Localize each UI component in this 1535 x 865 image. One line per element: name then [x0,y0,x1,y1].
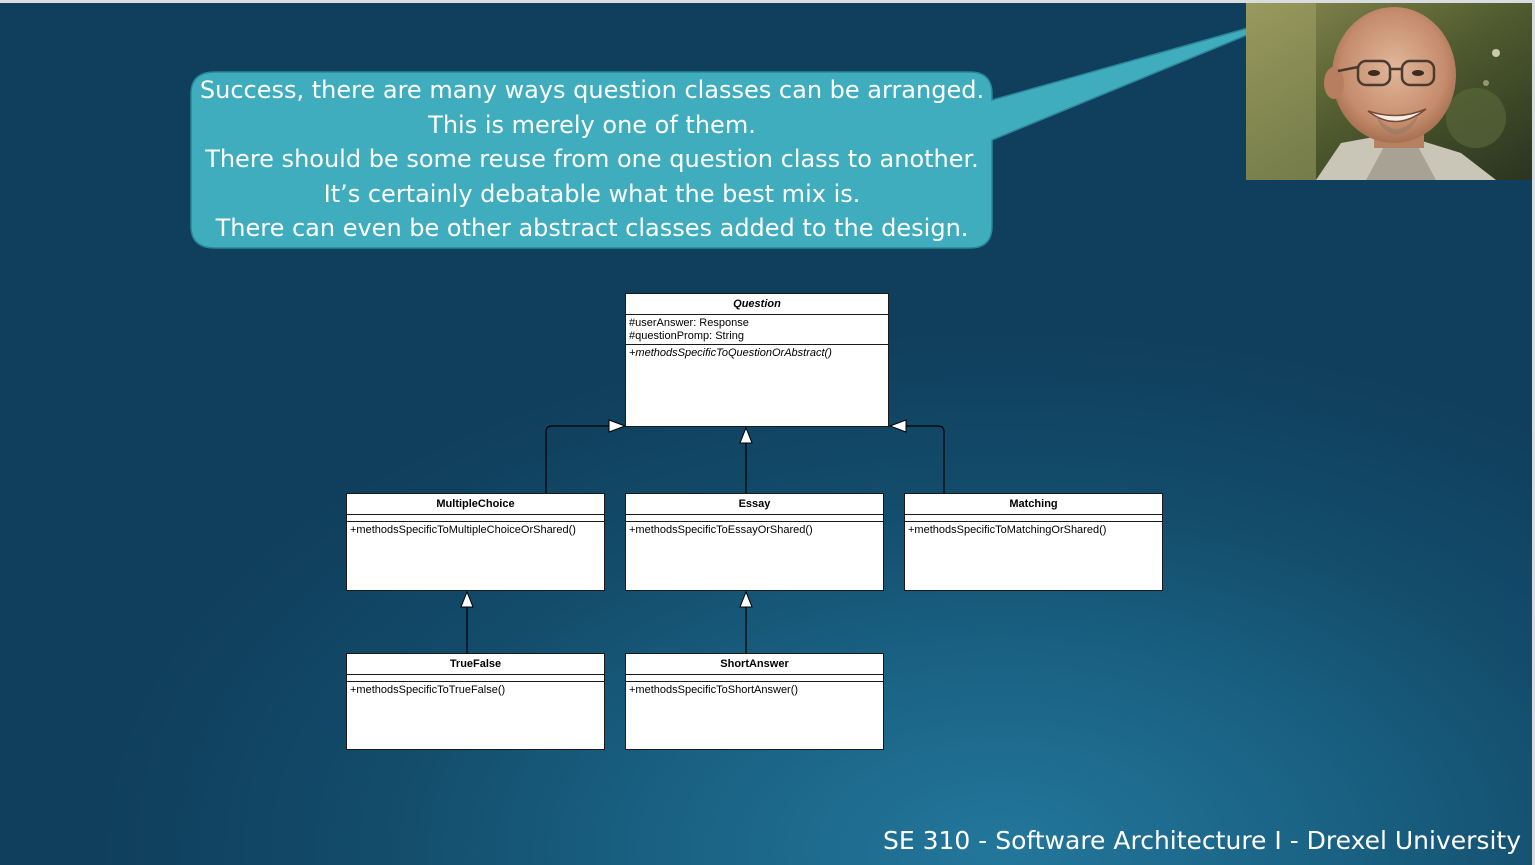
attribute: #userAnswer: Response [629,317,749,329]
bubble-line: Success, there are many ways question cl… [199,76,985,104]
class-multiplechoice: MultipleChoice +methodsSpecificToMultipl… [346,493,605,591]
class-essay: Essay +methodsSpecificToEssayOrShared() [625,493,884,591]
operation: +methodsSpecificToTrueFalse() [350,684,506,696]
class-operations: +methodsSpecificToTrueFalse() [347,682,604,699]
speech-bubble-text: Success, there are many ways question cl… [192,73,992,249]
class-operations: +methodsSpecificToQuestionOrAbstract() [626,345,888,362]
attribute: #questionPromp: String [629,329,744,342]
bubble-line: It’s certainly debatable what the best m… [323,179,861,208]
connector-multiplechoice-question [545,425,610,493]
class-attributes [347,515,604,522]
class-truefalse: TrueFalse +methodsSpecificToTrueFalse() [346,653,605,750]
top-border [0,0,1535,3]
class-attributes [626,675,883,682]
bubble-line: There should be some reuse from one ques… [205,145,979,173]
generalization-arrowhead [888,419,907,433]
class-name: MultipleChoice [347,494,604,515]
generalization-arrowhead [608,419,627,433]
generalization-arrowhead [739,426,753,444]
bubble-line: This is merely one of them. [428,110,756,139]
class-name: Question [626,294,888,315]
class-operations: +methodsSpecificToEssayOrShared() [626,522,883,539]
class-name: TrueFalse [347,654,604,675]
class-name: Essay [626,494,883,515]
generalization-arrowhead [739,590,753,608]
class-name: ShortAnswer [626,654,883,675]
class-shortanswer: ShortAnswer +methodsSpecificToShortAnswe… [625,653,884,750]
bubble-line: There can even be other abstract classes… [215,214,969,242]
operation: +methodsSpecificToEssayOrShared() [629,524,813,536]
operation: +methodsSpecificToMatchingOrShared() [908,524,1107,536]
right-border [1532,0,1535,865]
operation: +methodsSpecificToMultipleChoiceOrShared… [350,524,576,536]
class-operations: +methodsSpecificToMultipleChoiceOrShared… [347,522,604,539]
generalization-arrowhead [460,590,474,608]
class-question: Question #userAnswer: Response #question… [625,293,889,427]
class-name: Matching [905,494,1162,515]
class-attributes [347,675,604,682]
slide-footer: SE 310 - Software Architecture I - Drexe… [882,826,1521,855]
operation: +methodsSpecificToQuestionOrAbstract() [629,347,832,359]
presenter-photo [1246,3,1532,180]
class-operations: +methodsSpecificToMatchingOrShared() [905,522,1162,539]
class-matching: Matching +methodsSpecificToMatchingOrSha… [904,493,1163,591]
class-attributes: #userAnswer: Response #questionPromp: St… [626,315,888,345]
class-attributes [626,515,883,522]
connector-matching-question [906,425,945,493]
class-attributes [905,515,1162,522]
class-operations: +methodsSpecificToShortAnswer() [626,682,883,699]
operation: +methodsSpecificToShortAnswer() [629,684,799,696]
